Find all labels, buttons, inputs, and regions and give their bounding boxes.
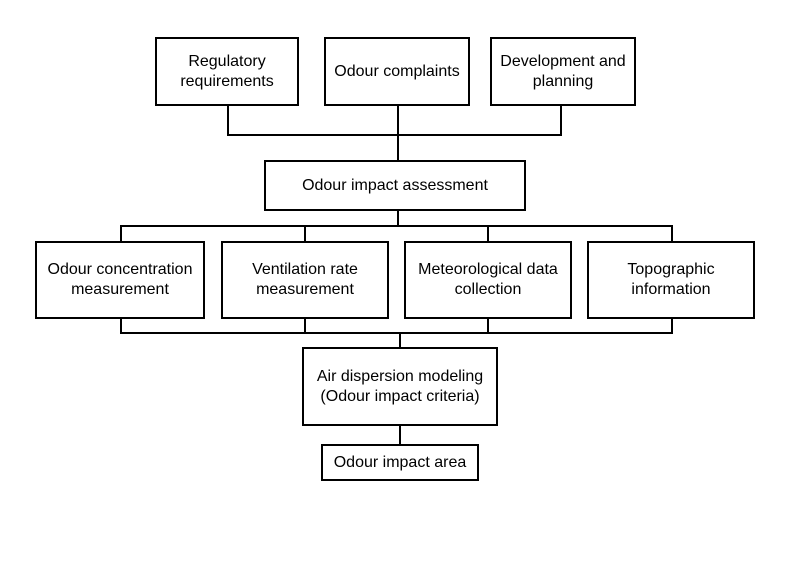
odour-complaints-box: Odour complaints	[324, 37, 470, 106]
air-dispersion-modeling-box: Air dispersion modeling (Odour impact cr…	[302, 347, 498, 426]
ventilation-rate-box: Ventilation rate measurement	[221, 241, 389, 319]
odour-impact-assessment-box: Odour impact assessment	[264, 160, 526, 211]
odour-concentration-box: Odour concentration measurement	[35, 241, 205, 319]
development-planning-box: Development and planning	[490, 37, 636, 106]
topographic-information-box: Topographic information	[587, 241, 755, 319]
meteorological-data-box: Meteorological data collection	[404, 241, 572, 319]
regulatory-requirements-box: Regulatory requirements	[155, 37, 299, 106]
odour-impact-area-box: Odour impact area	[321, 444, 479, 481]
